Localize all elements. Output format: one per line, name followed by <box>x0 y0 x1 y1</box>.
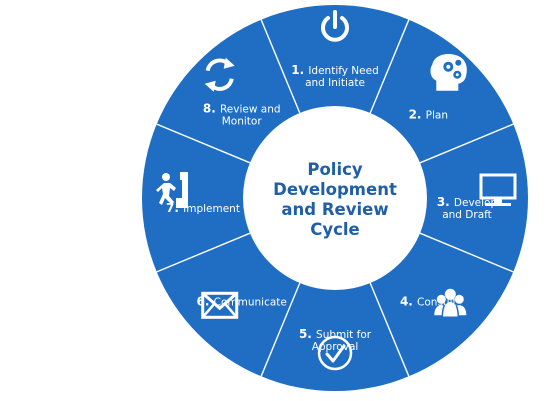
cycle-step-label: 7. Implement <box>166 201 240 215</box>
climber-icon <box>156 172 188 208</box>
cycle-step-number: 4. <box>400 294 417 308</box>
segment-divider <box>369 19 410 114</box>
segment-divider <box>369 282 410 377</box>
people-group-icon <box>434 288 467 319</box>
cycle-step-label: 4. Consult <box>400 294 457 308</box>
cycle-step-number: 2. <box>409 108 426 122</box>
center-title-line-1: Policy <box>307 160 363 179</box>
cycle-step-number: 1. <box>291 63 308 77</box>
cycle-step-number: 6. <box>197 294 214 308</box>
segment-divider <box>260 282 301 377</box>
cycle-step-label: 6. Communicate <box>197 294 287 308</box>
segment-dividers <box>156 19 514 377</box>
center-title-line-4: Cycle <box>310 220 360 239</box>
checkmark-circle-icon <box>317 335 353 371</box>
cycle-step-number: 5. <box>299 327 316 341</box>
center-title: Policy Development and Review Cycle <box>273 160 397 239</box>
cycle-step-label: 2. Plan <box>409 108 448 122</box>
center-title-line-3: and Review <box>281 200 388 219</box>
cycle-step-number: 7. <box>166 201 183 215</box>
segment-divider <box>156 123 251 164</box>
cycle-step-7: 7. Implement <box>156 172 240 215</box>
monitor-icon <box>479 173 517 206</box>
center-title-line-2: Development <box>273 180 397 199</box>
cycle-step-6: 6. Communicate <box>197 291 287 319</box>
center-circle <box>243 106 427 290</box>
cycle-step-number: 3. <box>437 195 454 209</box>
cycle-step-2: 2. Plan <box>409 54 467 122</box>
cycle-arrows-icon <box>204 57 235 92</box>
segment-divider <box>156 232 251 273</box>
envelope-icon <box>201 291 239 319</box>
power-icon <box>321 10 349 42</box>
head-gears-icon <box>430 54 467 91</box>
segment-divider <box>419 232 514 273</box>
segment-divider <box>419 123 514 164</box>
cycle-step-number: 8. <box>203 102 220 116</box>
segment-divider <box>260 19 301 114</box>
cycle-step-4: 4. Consult <box>400 288 467 319</box>
